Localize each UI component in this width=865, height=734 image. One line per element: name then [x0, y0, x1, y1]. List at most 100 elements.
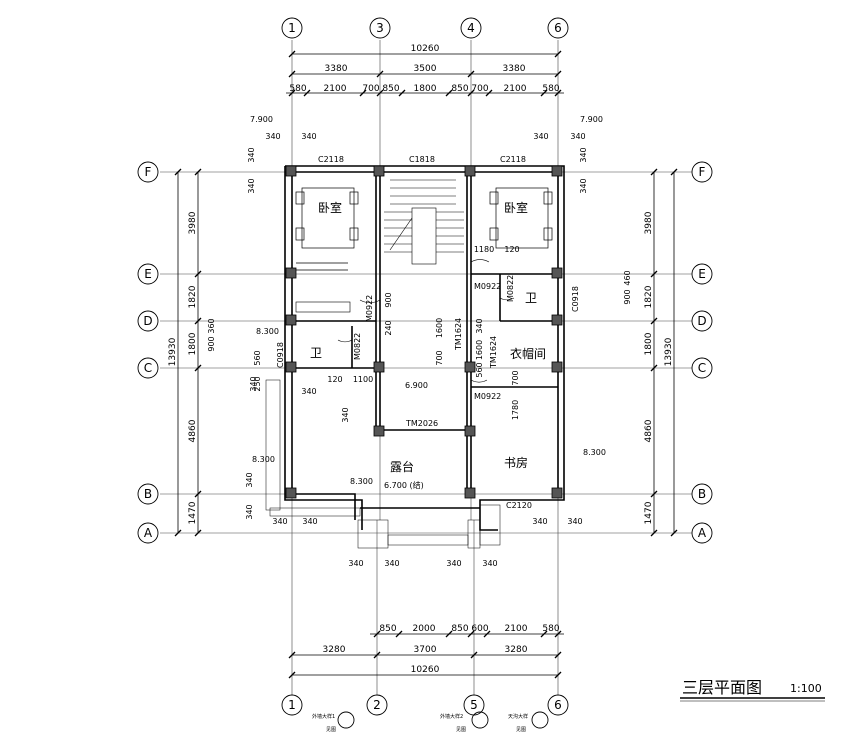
level-left-d: 8.300	[256, 327, 279, 336]
dim-m3: 340	[570, 132, 585, 141]
dim-m7: 340	[579, 178, 588, 193]
bottom-dimensions	[288, 630, 564, 679]
axis-left-d: D	[143, 314, 152, 328]
room-closet: 衣帽间	[510, 346, 546, 361]
level-left-b: 8.300	[252, 455, 275, 464]
dim-top-d1: 580	[289, 84, 306, 94]
dim-bot-d2: 2000	[413, 624, 436, 634]
room-bedroom-right: 卧室	[504, 200, 528, 215]
axis-left-e: E	[144, 267, 152, 281]
door-tm1624-a: TM1624	[454, 318, 463, 351]
axis-left-f: F	[145, 165, 152, 179]
axis-left-c: C	[144, 361, 152, 375]
stair	[384, 179, 464, 265]
dim-m17: 340	[482, 559, 497, 568]
dim-right-2: 1820	[644, 285, 654, 308]
drawing-title: 三层平面图	[682, 678, 762, 697]
dim-m31: 340	[341, 407, 350, 422]
dim-top-d4: 850	[382, 84, 399, 94]
dim-m0: 340	[265, 132, 280, 141]
window-c0918-left: C0918	[276, 342, 285, 368]
axis-right-a: A	[698, 526, 707, 540]
axis-top-6: 6	[554, 21, 562, 35]
detail-3-label: 天沟大样	[508, 713, 528, 720]
dim-m36: 900	[623, 289, 632, 304]
dim-m11: 340	[245, 504, 254, 519]
dim-m19: 120	[504, 245, 519, 254]
level-roof-right: 7.900	[580, 115, 603, 124]
level-floor: 6.900	[405, 381, 428, 390]
room-terrace: 露台	[390, 459, 414, 474]
detail-1-sub: 见图	[326, 727, 336, 733]
dim-top-d5: 1800	[414, 84, 437, 94]
dim-top-d8: 2100	[504, 84, 527, 94]
columns	[285, 165, 563, 499]
dim-bot-mid-2: 3700	[414, 645, 437, 655]
dim-m8: 340	[249, 376, 258, 391]
drawing-scale: 1:100	[790, 682, 822, 695]
room-study: 书房	[504, 455, 528, 470]
axis-bottom-2: 2	[373, 698, 381, 712]
dim-top-d2: 2100	[324, 84, 347, 94]
dim-m37: 460	[623, 270, 632, 285]
dim-m34: 900	[207, 336, 216, 351]
window-c2120: C2120	[506, 501, 532, 510]
side-dimension-text: 13930 3980 1820 1800 4860 1470 13930 398…	[168, 211, 674, 524]
grid-lines	[160, 40, 692, 695]
dim-m9: 340	[301, 387, 316, 396]
dim-right-5: 1470	[644, 501, 654, 524]
level-right-b: 8.300	[583, 448, 606, 457]
dim-top-mid-2: 3500	[414, 64, 437, 74]
top-dimension-text: 10260 3380 3500 3380 580 2100 700 850 18…	[289, 44, 559, 94]
dim-top-d6: 850	[451, 84, 468, 94]
dim-m23: 340	[475, 318, 484, 333]
window-c1818: C1818	[409, 155, 435, 164]
detail-3-sub: 见图	[516, 727, 526, 733]
door-m0922-b: M0922	[474, 282, 501, 291]
room-bath-left: 卫	[310, 346, 322, 360]
door-m0922-c: M0922	[474, 392, 501, 401]
dim-m24: 1600	[475, 340, 484, 360]
dim-left-outer: 13930	[168, 337, 178, 366]
dim-m13: 340	[302, 517, 317, 526]
rooms: 卧室 卧室 卫 卫 衣帽间 露台 书房	[310, 200, 546, 474]
dim-m12: 340	[272, 517, 287, 526]
axis-bottom-5: 5	[470, 698, 478, 712]
dim-top-mid-1: 3380	[325, 64, 348, 74]
dim-m39: 340	[567, 517, 582, 526]
dim-m26: 700	[511, 370, 520, 385]
wardrobe-left	[295, 301, 351, 313]
door-m0822-left: M0822	[353, 333, 362, 360]
dim-top-d7: 700	[471, 84, 488, 94]
bottom-dimension-text: 850 2000 850 600 2100 580 3280 3700 3280…	[323, 624, 560, 675]
detail-1-label: 外墙大样1	[312, 713, 335, 720]
axis-right-b: B	[698, 487, 706, 501]
dim-bot-d3: 850	[451, 624, 468, 634]
dim-bot-d1: 850	[379, 624, 396, 634]
dim-left-1: 3980	[188, 211, 198, 234]
bed-right	[489, 187, 553, 249]
side-dimensions	[174, 168, 678, 537]
dim-m28: 1780	[511, 400, 520, 420]
dim-m30: 1100	[353, 375, 373, 384]
dim-left-2: 1820	[188, 285, 198, 308]
door-swings	[337, 259, 515, 383]
axis-left-a: A	[144, 526, 153, 540]
dim-right-3: 1800	[644, 332, 654, 355]
dim-m29: 120	[327, 375, 342, 384]
dim-top-mid-3: 3380	[503, 64, 526, 74]
door-m0922-a: M0922	[365, 295, 374, 322]
detail-2-sub: 见图	[456, 727, 466, 733]
door-tm2026: TM2026	[405, 419, 438, 428]
door-m0822-right: M0822	[506, 275, 515, 302]
dim-top-d3: 700	[362, 84, 379, 94]
level-terrace: 6.700 (结)	[384, 480, 424, 490]
axis-right-d: D	[697, 314, 706, 328]
axis-bottom-1: 1	[288, 698, 296, 712]
dim-m15: 340	[384, 559, 399, 568]
dim-m25: 700	[435, 350, 444, 365]
top-dimensions	[286, 50, 564, 97]
dim-m14: 340	[348, 559, 363, 568]
dim-left-4: 4860	[188, 419, 198, 442]
